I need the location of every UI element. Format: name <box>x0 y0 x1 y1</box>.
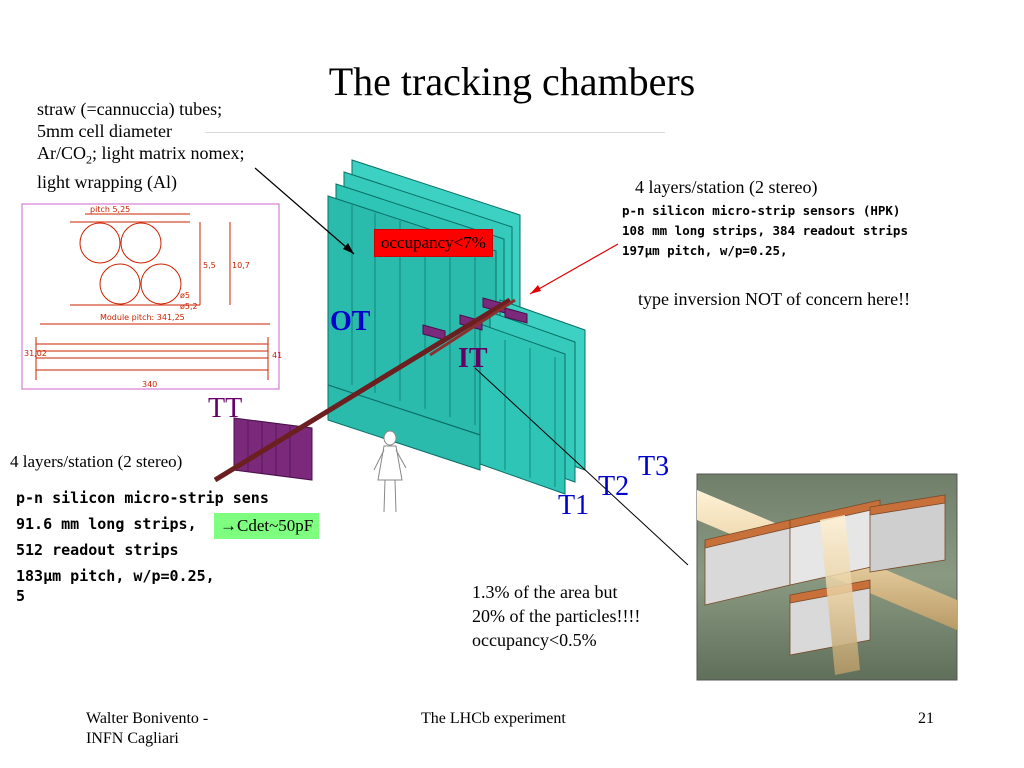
footer-author-line-1: Walter Bonivento - <box>86 710 209 727</box>
it-area-line-2: 20% of the particles!!!! <box>472 606 641 626</box>
svg-text:Module pitch: 341,25: Module pitch: 341,25 <box>100 313 185 322</box>
human-figure <box>373 430 407 513</box>
it-spec-2: 108 mm long strips, 384 readout strips <box>622 223 908 238</box>
tt-spec-3: 512 readout strips <box>16 541 179 559</box>
it-area-line-3: occupancy<0.5% <box>472 630 597 650</box>
straw-line-3: Ar/CO2; light matrix nomex; <box>37 143 245 167</box>
label-ot: OT <box>330 306 371 337</box>
svg-text:5,5: 5,5 <box>203 261 216 270</box>
label-tt: TT <box>208 393 243 424</box>
tt-spec-4: 183µm pitch, w/p=0.25, <box>16 567 215 585</box>
svg-text:pitch 5,25: pitch 5,25 <box>90 205 130 214</box>
label-t3: T3 <box>638 451 670 482</box>
straw-line-4: light wrapping (Al) <box>37 171 177 192</box>
tt-layers-text: 4 layers/station (2 stereo) <box>10 452 183 471</box>
cdet-box: →Cdet~50pF <box>214 513 320 539</box>
footer-center: The LHCb experiment <box>421 710 566 727</box>
footer-author-line-2: INFN Cagliari <box>86 730 179 747</box>
straw-description: straw (=cannuccia) tubes; 5mm cell diame… <box>37 98 244 193</box>
svg-text:ø5,2: ø5,2 <box>180 302 198 311</box>
it-area-line-1: 1.3% of the area but <box>472 582 618 602</box>
straw-line-2: 5mm cell diameter <box>37 121 172 141</box>
footer-author: Walter Bonivento - INFN Cagliari <box>86 709 208 749</box>
tt-spec-1: p-n silicon micro-strip sens <box>16 489 269 507</box>
tt-spec-2: 91.6 mm long strips, <box>16 515 197 533</box>
it-layers-text: 4 layers/station (2 stereo) <box>635 177 818 197</box>
svg-text:10,7: 10,7 <box>232 261 250 270</box>
footer-page-number: 21 <box>918 710 934 727</box>
svg-text:ø5: ø5 <box>180 291 190 300</box>
it-specs: p-n silicon micro-strip sensors (HPK) 10… <box>622 201 908 261</box>
tt-station <box>233 417 313 481</box>
ot-occupancy-box: occupancy<7% <box>374 229 493 257</box>
label-t2: T2 <box>598 471 630 502</box>
svg-text:340: 340 <box>142 380 157 389</box>
svg-text:41: 41 <box>272 351 282 360</box>
label-it: IT <box>458 343 488 374</box>
slide-title: The tracking chambers <box>328 59 696 104</box>
it-spec-1: p-n silicon micro-strip sensors (HPK) <box>622 203 901 218</box>
it-spec-3: 197µm pitch, w/p=0.25, <box>622 243 788 258</box>
it-area-text: 1.3% of the area but 20% of the particle… <box>472 580 640 652</box>
title-rule <box>205 132 665 133</box>
svg-text:31,02: 31,02 <box>24 349 47 358</box>
tt-specs: p-n silicon micro-strip sens 91.6 mm lon… <box>16 485 269 605</box>
type-inversion-note: type inversion NOT of concern here!! <box>638 289 911 309</box>
straw-line-1: straw (=cannuccia) tubes; <box>37 99 223 119</box>
tt-spec-5: 5 <box>16 587 26 605</box>
label-t1: T1 <box>558 490 590 521</box>
